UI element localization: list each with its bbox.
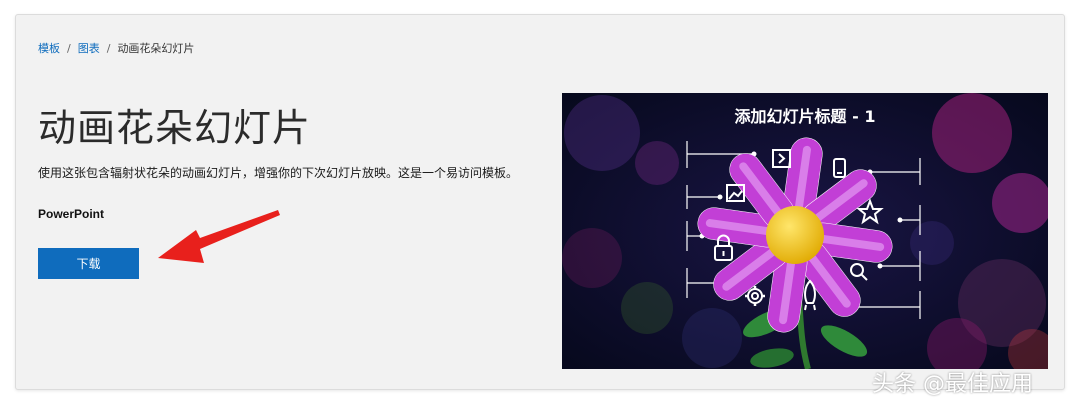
star-icon: [856, 198, 884, 225]
template-description: 使用这张包含辐射状花朵的动画幻灯片，增强你的下次幻灯片放映。这是一个易访问模板。: [38, 166, 519, 180]
app-name: PowerPoint: [38, 207, 105, 221]
breadcrumb-charts-link[interactable]: 图表: [77, 42, 100, 55]
breadcrumb-templates-link[interactable]: 模板: [38, 42, 60, 55]
breadcrumb-separator: /: [106, 41, 111, 55]
arrow-right-icon: [772, 149, 791, 168]
breadcrumb-separator: /: [67, 41, 71, 55]
image-icon: [726, 184, 745, 202]
search-icon: [850, 263, 868, 281]
breadcrumb-current: 动画花朵幻灯片: [117, 42, 195, 55]
preview-slide-graphic: [562, 93, 1048, 369]
lock-icon: [714, 234, 733, 261]
download-button[interactable]: 下载: [38, 248, 139, 279]
gear-icon: [745, 286, 765, 306]
page-title: 动画花朵幻灯片: [38, 106, 312, 150]
template-preview-image[interactable]: 添加幻灯片标题 - 1: [562, 93, 1048, 369]
rocket-icon: [804, 279, 816, 311]
preview-slide-title: 添加幻灯片标题 - 1: [734, 107, 876, 126]
watermark-text: 头条 @最佳应用: [872, 372, 1033, 397]
phone-icon: [833, 158, 846, 178]
template-card: 模板 / 图表 / 动画花朵幻灯片 动画花朵幻灯片 使用这张包含辐射状花朵的动画…: [15, 14, 1065, 390]
red-arrow-annotation-icon: [158, 210, 280, 263]
breadcrumb: 模板 / 图表 / 动画花朵幻灯片: [38, 40, 194, 56]
